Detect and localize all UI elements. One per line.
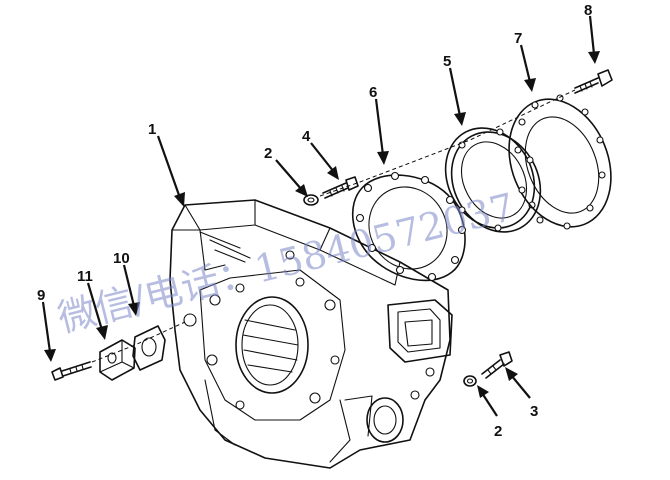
callout-6: 6 — [369, 84, 377, 101]
bolt-part-4 — [322, 176, 359, 199]
bolt-part-3 — [481, 351, 513, 379]
callout-1: 1 — [148, 121, 156, 138]
washer-part-2-top — [303, 194, 319, 206]
callout-5: 5 — [443, 53, 451, 70]
callout-10: 10 — [113, 250, 130, 267]
bolt-part-9 — [51, 361, 92, 381]
cover-plate-part-11 — [99, 339, 136, 381]
seal-plate-part-6 — [351, 171, 467, 282]
callout-2-lower: 2 — [494, 423, 502, 440]
bolt-part-8 — [574, 69, 613, 94]
callout-8: 8 — [584, 2, 592, 19]
callout-2-top: 2 — [264, 145, 272, 162]
callout-arrows — [41, 15, 600, 417]
callout-7: 7 — [514, 30, 522, 47]
callout-3: 3 — [530, 403, 538, 420]
gasket-part-10 — [132, 325, 166, 371]
callout-11: 11 — [77, 268, 93, 285]
washer-part-2-lower — [463, 375, 477, 387]
callout-4: 4 — [302, 128, 311, 145]
alignment-line-top — [319, 89, 576, 197]
callout-9: 9 — [37, 287, 45, 304]
adapter-ring-part-5 — [444, 127, 542, 233]
flywheel-housing — [169, 199, 453, 469]
alignment-line-left — [91, 321, 186, 363]
